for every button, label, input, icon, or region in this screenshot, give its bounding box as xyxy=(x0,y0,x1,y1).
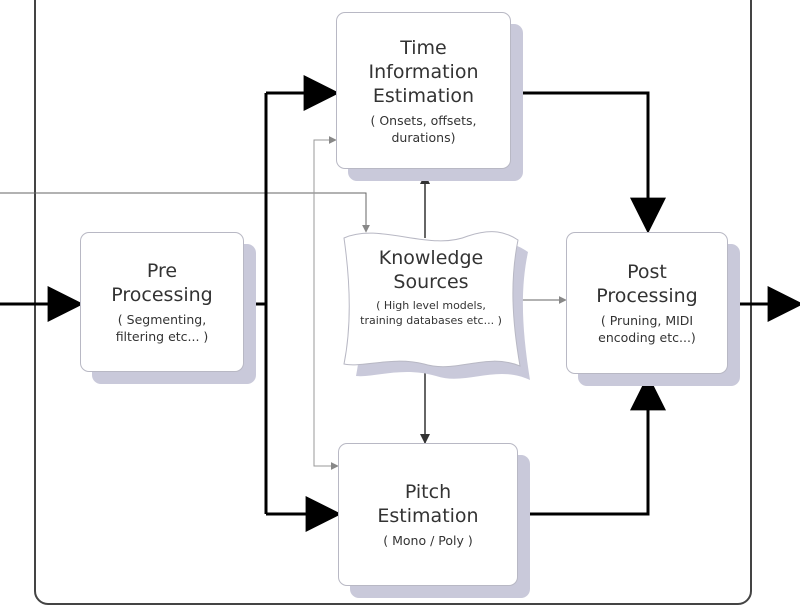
time-estimation-box: Time Information Estimation ( Onsets, of… xyxy=(336,12,511,169)
pitch-estimation-sub: ( Mono / Poly ) xyxy=(383,533,473,548)
pre-processing-box: Pre Processing ( Segmenting, filtering e… xyxy=(80,232,244,372)
time-estimation-sub: ( Onsets, offsets, durations) xyxy=(370,112,477,145)
pre-processing-sub: ( Segmenting, filtering etc... ) xyxy=(115,312,209,344)
knowledge-sources-title: Knowledge Sources xyxy=(378,247,484,293)
pitch-estimation-title: Pitch Estimation xyxy=(377,481,479,527)
side-input-line xyxy=(0,192,370,233)
pitch-to-post-line xyxy=(518,374,666,516)
knowledge-shape xyxy=(343,231,521,368)
time-estimation-title: Time Information Estimation xyxy=(368,36,479,107)
post-processing-title: Post Processing xyxy=(596,261,698,307)
pre-processing-title: Pre Processing xyxy=(111,260,213,306)
time-to-post-line xyxy=(511,91,666,234)
pitch-estimation-box: Pitch Estimation ( Mono / Poly ) xyxy=(338,443,518,586)
feedback-line xyxy=(313,139,338,467)
knowledge-sources-sub: ( High level models, training databases … xyxy=(360,299,502,327)
knowledge-sources-box: Knowledge Sources ( High level models, t… xyxy=(345,246,517,328)
post-processing-box: Post Processing ( Pruning, MIDI encoding… xyxy=(566,232,728,374)
post-processing-sub: ( Pruning, MIDI encoding etc...) xyxy=(598,313,696,345)
